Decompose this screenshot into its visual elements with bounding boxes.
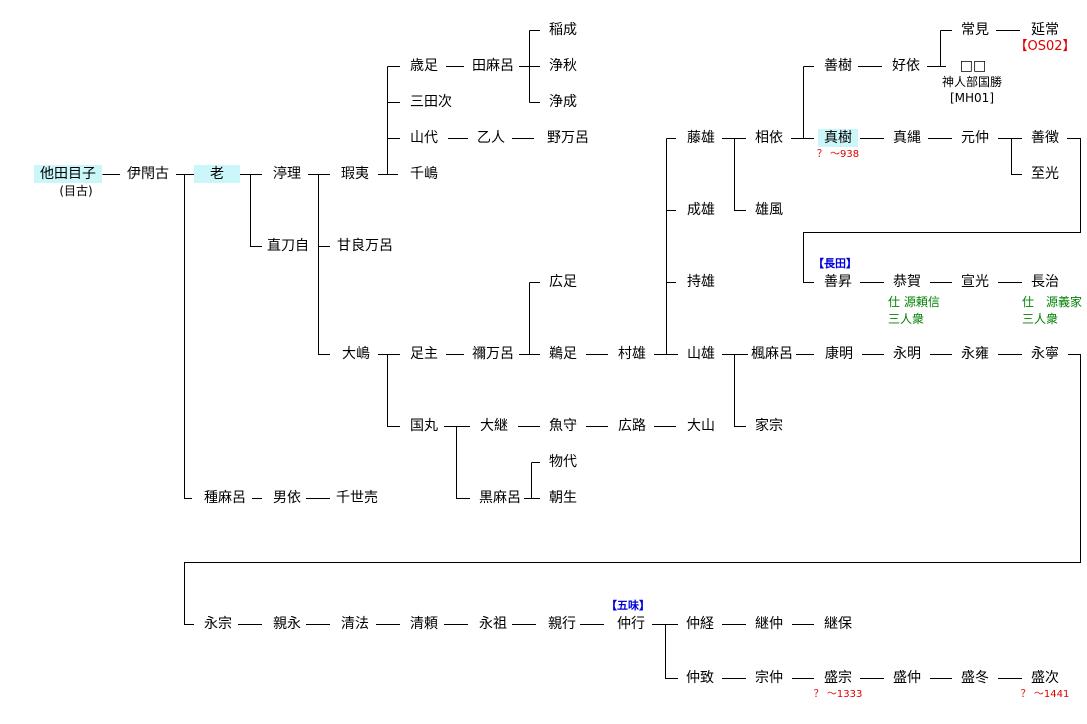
maki-dates: ？ ～938 <box>816 149 860 160</box>
node-iemune: 家宗 <box>755 418 783 434</box>
node-yoshiyori: 好依 <box>892 58 920 74</box>
node-oyori: 男依 <box>273 490 301 506</box>
node-tsunemi: 常見 <box>961 22 989 38</box>
kyoga-note-trio: 三人衆 <box>888 312 925 326</box>
node-yufu: 雄風 <box>755 202 783 218</box>
node-shiko: 至光 <box>1031 166 1059 182</box>
node-yasuaki: 康明 <box>825 346 853 362</box>
node-chikanaga: 親永 <box>273 616 301 632</box>
node-eiso: 永宗 <box>204 616 232 632</box>
node-josei: 浄成 <box>549 94 577 110</box>
node-eimei: 永明 <box>893 346 921 362</box>
node-manawa: 真縄 <box>893 130 921 146</box>
node-morimune: 盛宗 <box>824 670 852 686</box>
morimune-dates: ？ ～1333 <box>813 689 863 700</box>
node-joshu: 浄秋 <box>549 58 577 74</box>
node-toshitari: 歳足 <box>410 58 438 74</box>
moritsugu-dates: ？ ～1441 <box>1020 689 1070 700</box>
nobutsune-code: 【OS02】 <box>1014 39 1076 54</box>
node-hirotari: 広足 <box>549 274 577 290</box>
node-sukeyori: 相依 <box>755 130 783 146</box>
unknown-code: [MH01] <box>949 91 995 105</box>
node-yamao: 山雄 <box>687 346 715 362</box>
node-nobutsune: 延常 <box>1031 22 1059 38</box>
node-monoshiro: 物代 <box>549 454 577 470</box>
node-inanari: 稲成 <box>549 22 577 38</box>
node-zenju: 善樹 <box>824 58 852 74</box>
node-ikako: 伊閇古 <box>127 166 169 182</box>
node-asao: 朝生 <box>549 490 577 506</box>
node-eine: 永寧 <box>1031 346 1059 362</box>
node-uomori: 魚守 <box>549 418 577 434</box>
line-ikako-vertical <box>184 174 192 499</box>
node-fujio: 藤雄 <box>687 130 715 146</box>
node-kyoga: 恭賀 <box>893 274 921 290</box>
node-naotoji: 直刀自 <box>267 238 309 254</box>
node-chikayuki: 親行 <box>548 616 576 632</box>
node-nakayuki: 仲行 <box>617 616 645 632</box>
node-senko: 宣光 <box>961 274 989 290</box>
node-zenkyu: 善徴 <box>1031 130 1059 146</box>
node-tamaro: 田麻呂 <box>472 58 514 74</box>
node-otsugu: 大継 <box>480 418 508 434</box>
nagaharu-note-service: 仕 源義家 <box>1022 295 1083 309</box>
unknown-title: 神人部国勝 <box>941 75 1003 89</box>
node-yamashiro: 山代 <box>410 130 438 146</box>
node-tadame-alias: (目古) <box>59 184 93 198</box>
node-oyama: 大山 <box>687 418 715 434</box>
node-chiseko: 千世売 <box>336 490 378 506</box>
node-nagaharu: 長治 <box>1031 274 1059 290</box>
node-nomaro: 野万呂 <box>547 130 589 146</box>
node-nemaro: 禰万呂 <box>472 346 514 362</box>
line-oi-vertical <box>250 174 262 247</box>
node-tadame: 他田目子 <box>34 165 102 183</box>
line-teiri-vertical <box>318 174 330 355</box>
node-hiromichi: 広路 <box>618 418 646 434</box>
node-moritsugu: 盛次 <box>1031 670 1059 686</box>
node-tarinushi: 足主 <box>410 346 438 362</box>
node-teiri: 渟理 <box>273 166 301 182</box>
node-kaedemaro: 楓麻呂 <box>751 346 793 362</box>
node-nakamune: 仲致 <box>686 670 714 686</box>
node-morifuyu: 盛冬 <box>961 670 989 686</box>
node-seiho: 清法 <box>341 616 369 632</box>
node-motonaka: 元仲 <box>961 130 989 146</box>
node-mitaji: 三田次 <box>410 94 452 110</box>
node-unknown-boxes: □□ <box>959 58 987 74</box>
node-kunimaru: 国丸 <box>410 418 438 434</box>
node-tsugunaka: 継仲 <box>755 616 783 632</box>
node-murao: 村雄 <box>618 346 646 362</box>
node-naruo: 成雄 <box>687 202 715 218</box>
node-kiyoyori: 清頼 <box>410 616 438 632</box>
node-shigitari: 鵜足 <box>549 346 577 362</box>
node-kuromaro: 黒麻呂 <box>479 490 521 506</box>
node-tanemaro: 種麻呂 <box>204 490 246 506</box>
node-eiso2: 永祖 <box>479 616 507 632</box>
node-oshima: 大嶋 <box>342 346 370 362</box>
node-zensho: 善昇 <box>824 274 852 290</box>
node-amaramaro: 甘良万呂 <box>337 238 393 254</box>
node-chishima: 千嶋 <box>410 166 438 182</box>
node-munenaka: 宗仲 <box>755 670 783 686</box>
node-maki: 真樹 <box>818 129 858 147</box>
node-morinaka: 盛仲 <box>893 670 921 686</box>
node-otohito: 乙人 <box>477 130 505 146</box>
node-tsuguyasu: 継保 <box>824 616 852 632</box>
kyoga-note-service: 仕 源頼信 <box>888 295 940 309</box>
clan-label-nagata: 【長田】 <box>813 257 857 270</box>
node-nakatsune: 仲経 <box>686 616 714 632</box>
clan-label-gomi: 【五味】 <box>606 599 650 612</box>
node-eiyo: 永雍 <box>961 346 989 362</box>
node-oi: 老 <box>194 165 240 183</box>
node-kai: 瑕夷 <box>341 166 369 182</box>
nagaharu-note-trio: 三人衆 <box>1022 312 1059 326</box>
node-mochio: 持雄 <box>687 274 715 290</box>
